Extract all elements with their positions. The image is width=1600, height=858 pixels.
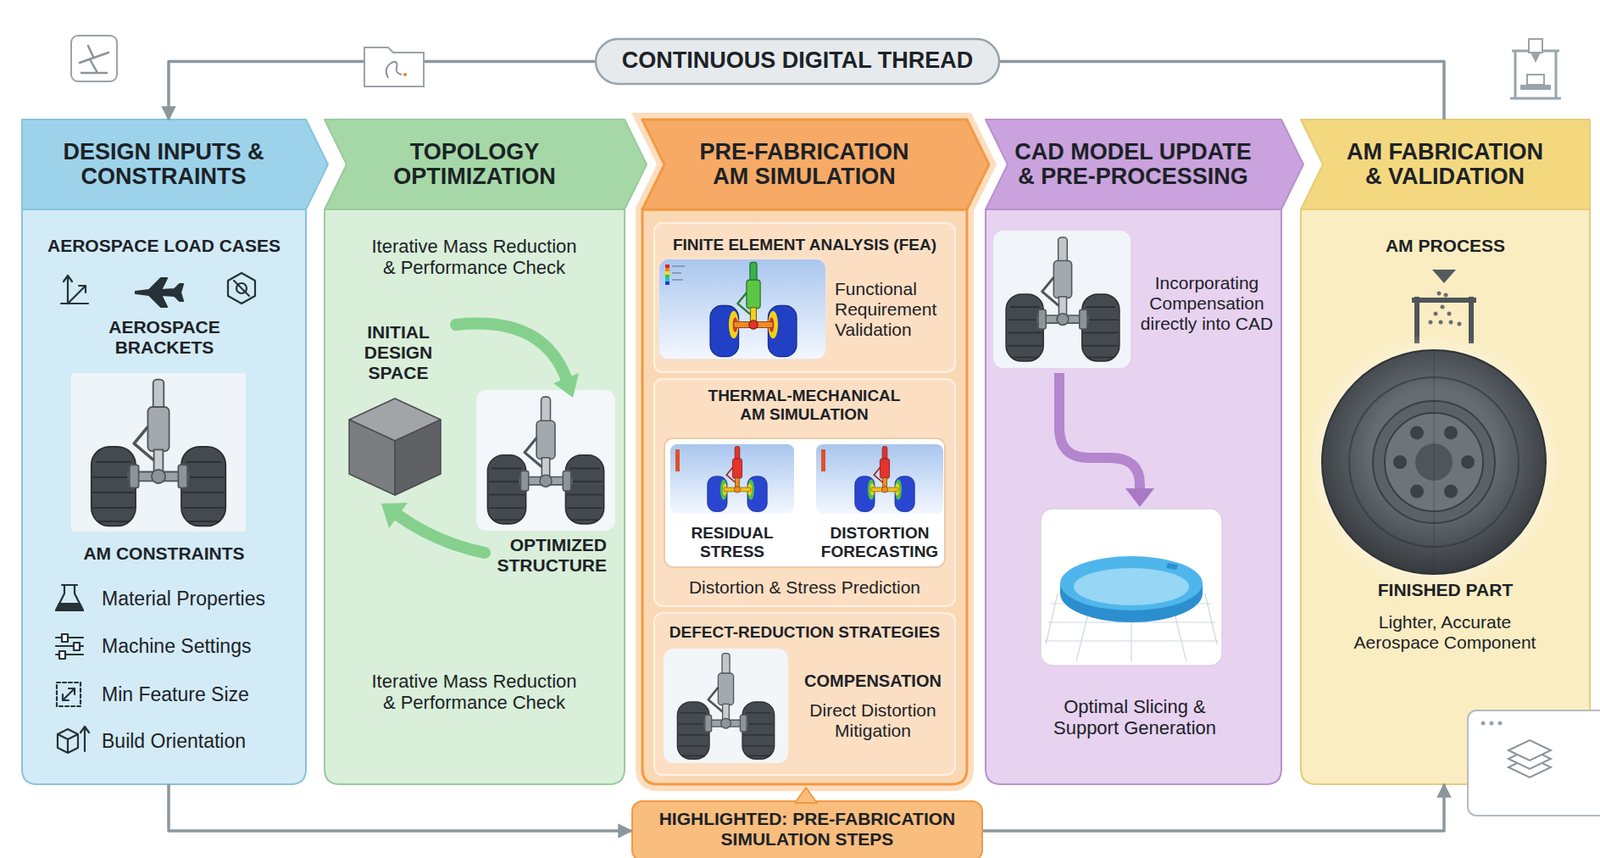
column-body [985, 209, 1282, 784]
column-header: TOPOLOGY OPTIMIZATION [347, 139, 602, 189]
node-outline [1300, 119, 1590, 784]
callout-box: HIGHLIGHTED: PRE-FABRICATION SIMULATION … [631, 800, 984, 858]
printer-icon [1528, 38, 1543, 53]
section-heading: AEROSPACE BRACKETS [88, 316, 241, 358]
printer-icon [1520, 84, 1551, 90]
figure-label: OPTIMIZED STRUCTURE [479, 534, 607, 576]
constraint-item: Min Feature Size [101, 683, 301, 706]
column-header: CAD MODEL UPDATE & PRE-PROCESSING [1005, 139, 1261, 189]
column-header: PRE-FABRICATION AM SIMULATION [681, 139, 928, 189]
body-text: Direct Distortion Mitigation [800, 700, 945, 741]
figure-label: INITIAL DESIGN SPACE [343, 322, 454, 384]
printer-icon [1510, 50, 1562, 99]
flow-connector [168, 783, 632, 831]
printer-icon [1527, 74, 1545, 85]
pill-outline [595, 38, 1000, 84]
toolbar-icon [71, 35, 117, 82]
body-text: Distortion & Stress Prediction [653, 577, 956, 598]
stage-column: PRE-FABRICATION AM SIMULATION FINITE ELEM… [642, 119, 967, 784]
box-outline [664, 438, 945, 567]
caption-text: Iterative Mass Reduction & Performance C… [366, 235, 583, 279]
image-panel: RESIDUAL STRESS DISTORTION FORECASTING [663, 437, 946, 568]
panel-heading: DEFECT-REDUCTION STRATEGIES [653, 622, 956, 642]
stage-column: DESIGN INPUTS & CONSTRAINTS AEROSPACE LOA… [22, 119, 306, 784]
flow-connector [983, 783, 1445, 831]
sub-panel: DEFECT-REDUCTION STRATEGIES COMPENSATION D… [653, 611, 956, 776]
box-outline [654, 612, 956, 775]
figure-label: DISTORTION FORECASTING [816, 523, 944, 562]
highlight-glow [642, 119, 989, 784]
box-outline [654, 378, 956, 606]
column-body [1300, 209, 1590, 784]
body-text: Functional Requirement Validation [834, 278, 950, 340]
folder-icon [386, 61, 402, 78]
toolbar-icon [79, 45, 109, 73]
connector-group [168, 61, 1445, 832]
panel-heading: THERMAL-MECHANICAL AM SIMULATION [698, 386, 911, 424]
section-heading: AEROSPACE LOAD CASES [22, 235, 306, 256]
column-chevron [985, 119, 1304, 210]
figure-label: COMPENSATION [796, 671, 950, 691]
flow-connector [1000, 61, 1445, 121]
column-body [642, 209, 967, 784]
thread-pill: CONTINUOUS DIGITAL THREAD [594, 38, 1000, 85]
callout-text: HIGHLIGHTED: PRE-FABRICATION SIMULATION … [631, 808, 984, 850]
constraint-item: Material Properties [101, 587, 301, 610]
caption-text: Iterative Mass Reduction & Performance C… [366, 670, 583, 714]
figure-label: RESIDUAL STRESS [672, 523, 792, 562]
sub-panel: THERMAL-MECHANICAL AM SIMULATION Distorti… [653, 377, 956, 607]
column-chevron [1300, 119, 1590, 210]
thread-label: CONTINUOUS DIGITAL THREAD [594, 47, 1000, 74]
sub-panel: FINITE ELEMENT ANALYSIS (FEA) Functional … [653, 222, 956, 373]
toolbar-icon [71, 35, 117, 82]
constraint-item: Build Orientation [101, 729, 301, 752]
column-chevron [324, 119, 647, 210]
folder-icon [403, 72, 407, 77]
stage-column: CAD MODEL UPDATE & PRE-PROCESSING Incorpo… [985, 119, 1282, 784]
body-text: Incorporating Compensation directly into… [1133, 272, 1280, 334]
column-chevron [642, 119, 989, 210]
section-heading: AM CONSTRAINTS [22, 543, 306, 564]
box-outline [632, 800, 983, 858]
column-body [324, 209, 625, 784]
box-outline [654, 222, 956, 373]
section-heading: AM PROCESS [1300, 235, 1590, 256]
printer-icon [1510, 38, 1562, 99]
folder-icon [364, 47, 424, 87]
node-outline [985, 119, 1282, 784]
constraint-item: Machine Settings [101, 634, 301, 657]
panel-heading: FINITE ELEMENT ANALYSIS (FEA) [653, 235, 956, 255]
section-heading: FINISHED PART [1300, 579, 1590, 600]
stage-column: TOPOLOGY OPTIMIZATION Iterative Mass Redu… [324, 119, 625, 784]
column-chevron [22, 119, 328, 210]
caption-text: Optimal Slicing & Support Generation [1037, 695, 1233, 739]
column-header: AM FABRICATION & VALIDATION [1338, 139, 1551, 189]
stage-column: AM FABRICATION & VALIDATION AM PROCESS FIN… [1300, 119, 1590, 784]
flow-connector [168, 61, 595, 121]
printer-icon [1530, 52, 1541, 63]
column-body [22, 209, 306, 784]
body-text: Lighter, Accurate Aerospace Component [1347, 611, 1543, 653]
folder-icon [364, 47, 424, 87]
column-header: DESIGN INPUTS & CONSTRAINTS [36, 139, 291, 189]
